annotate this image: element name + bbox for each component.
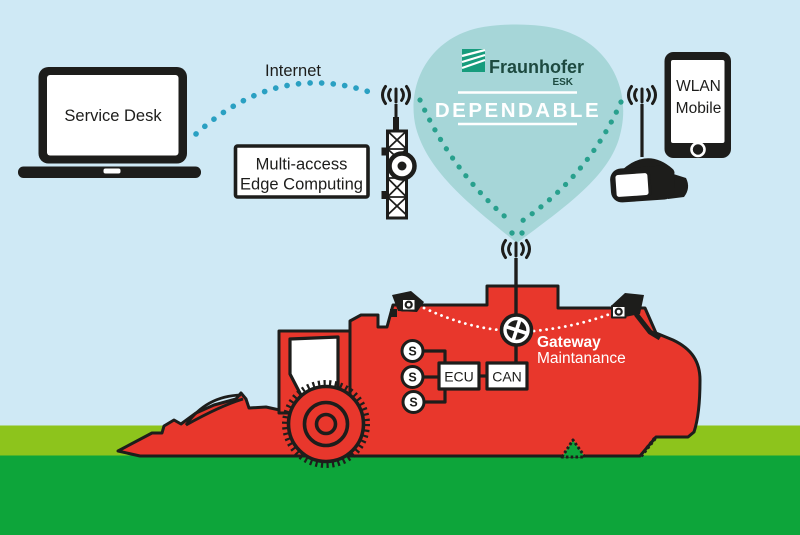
tower-antenna-base — [393, 117, 399, 131]
wheel-hub — [314, 412, 338, 436]
sensor-icon — [400, 339, 425, 363]
tower-nub-top — [381, 147, 388, 156]
can-node: CAN — [485, 361, 529, 391]
fraunhofer-wordmark: Fraunhofer — [489, 57, 584, 77]
gateway-subtitle: Maintanance — [537, 350, 626, 367]
service-desk-label: Service Desk — [64, 107, 162, 125]
cloud-dotted-links — [417, 97, 624, 236]
fraunhofer-logo-stripes — [461, 48, 486, 70]
project-name: DEPENDABLE — [435, 99, 601, 122]
front-camera-mount — [390, 309, 397, 317]
wheel-tread-ring — [282, 380, 370, 468]
laptop-base-notch — [103, 168, 121, 174]
internet-label: Internet — [265, 62, 321, 80]
fraunhofer-institute-label: ESK — [552, 77, 573, 88]
cloud-shape — [413, 24, 624, 244]
tower-nub-bottom — [381, 191, 388, 199]
can-frame — [485, 361, 529, 391]
mec-box: Multi-access Edge Computing — [233, 144, 370, 199]
rear-camera-lens-plate — [611, 305, 627, 319]
sensor-2: S — [400, 365, 425, 389]
wlan-label-line2: Mobile — [676, 100, 722, 117]
sensor-3: S — [401, 390, 426, 414]
phone-screen — [671, 60, 725, 143]
front-camera-lens — [404, 300, 413, 309]
ecu-label: ECU — [444, 369, 474, 385]
tower-dish-center — [397, 161, 407, 171]
internet-dotted-link — [193, 80, 381, 137]
ecu-node: ECU — [437, 361, 481, 391]
wlan-label-line1: WLAN — [676, 78, 721, 95]
dependable-cloud: Fraunhofer ESK DEPENDABLE — [413, 24, 624, 244]
front-camera-lens-plate — [401, 298, 417, 312]
header-arm-outer — [184, 393, 242, 426]
front-wheel — [282, 380, 370, 468]
vr-headset — [610, 158, 689, 203]
sensor-1: S — [400, 339, 425, 363]
sensor-label: S — [408, 371, 416, 385]
rear-camera-mount — [634, 312, 662, 341]
wlan-mobile-phone: WLAN Mobile — [627, 52, 731, 158]
rear-camera-lens — [614, 307, 623, 316]
fraunhofer-logo: Fraunhofer ESK — [461, 48, 584, 88]
mec-label-line1: Multi-access — [256, 156, 348, 174]
rear-camera-link — [532, 312, 612, 333]
rear-wheel-notch — [560, 438, 587, 459]
rear-wheel-tread — [639, 435, 658, 458]
header-arm-inner — [185, 397, 244, 427]
sensor-label: S — [408, 345, 416, 359]
ecu-frame — [437, 361, 481, 391]
cell-tower — [381, 85, 417, 220]
forage-harvester: S S S ECU CAN — [116, 239, 702, 468]
service-desk-laptop: Service Desk — [18, 67, 201, 178]
grass-foreground — [0, 455, 800, 535]
mec-label-line2: Edge Computing — [240, 176, 363, 194]
vr-lens-panel — [612, 170, 652, 200]
sensor-label: S — [409, 396, 417, 410]
can-label: CAN — [492, 369, 522, 385]
sensor-icon — [401, 390, 426, 414]
front-camera — [390, 291, 424, 317]
phone-home-button — [690, 141, 706, 158]
project-title: DEPENDABLE — [435, 91, 601, 126]
rear-camera — [611, 293, 662, 341]
sensor-icon — [400, 365, 425, 389]
gateway-title: Gateway — [537, 334, 601, 351]
laptop-screen — [47, 75, 179, 156]
gateway-node-icon — [505, 318, 528, 342]
mec-frame — [233, 144, 370, 199]
gateway-node — [499, 313, 534, 347]
